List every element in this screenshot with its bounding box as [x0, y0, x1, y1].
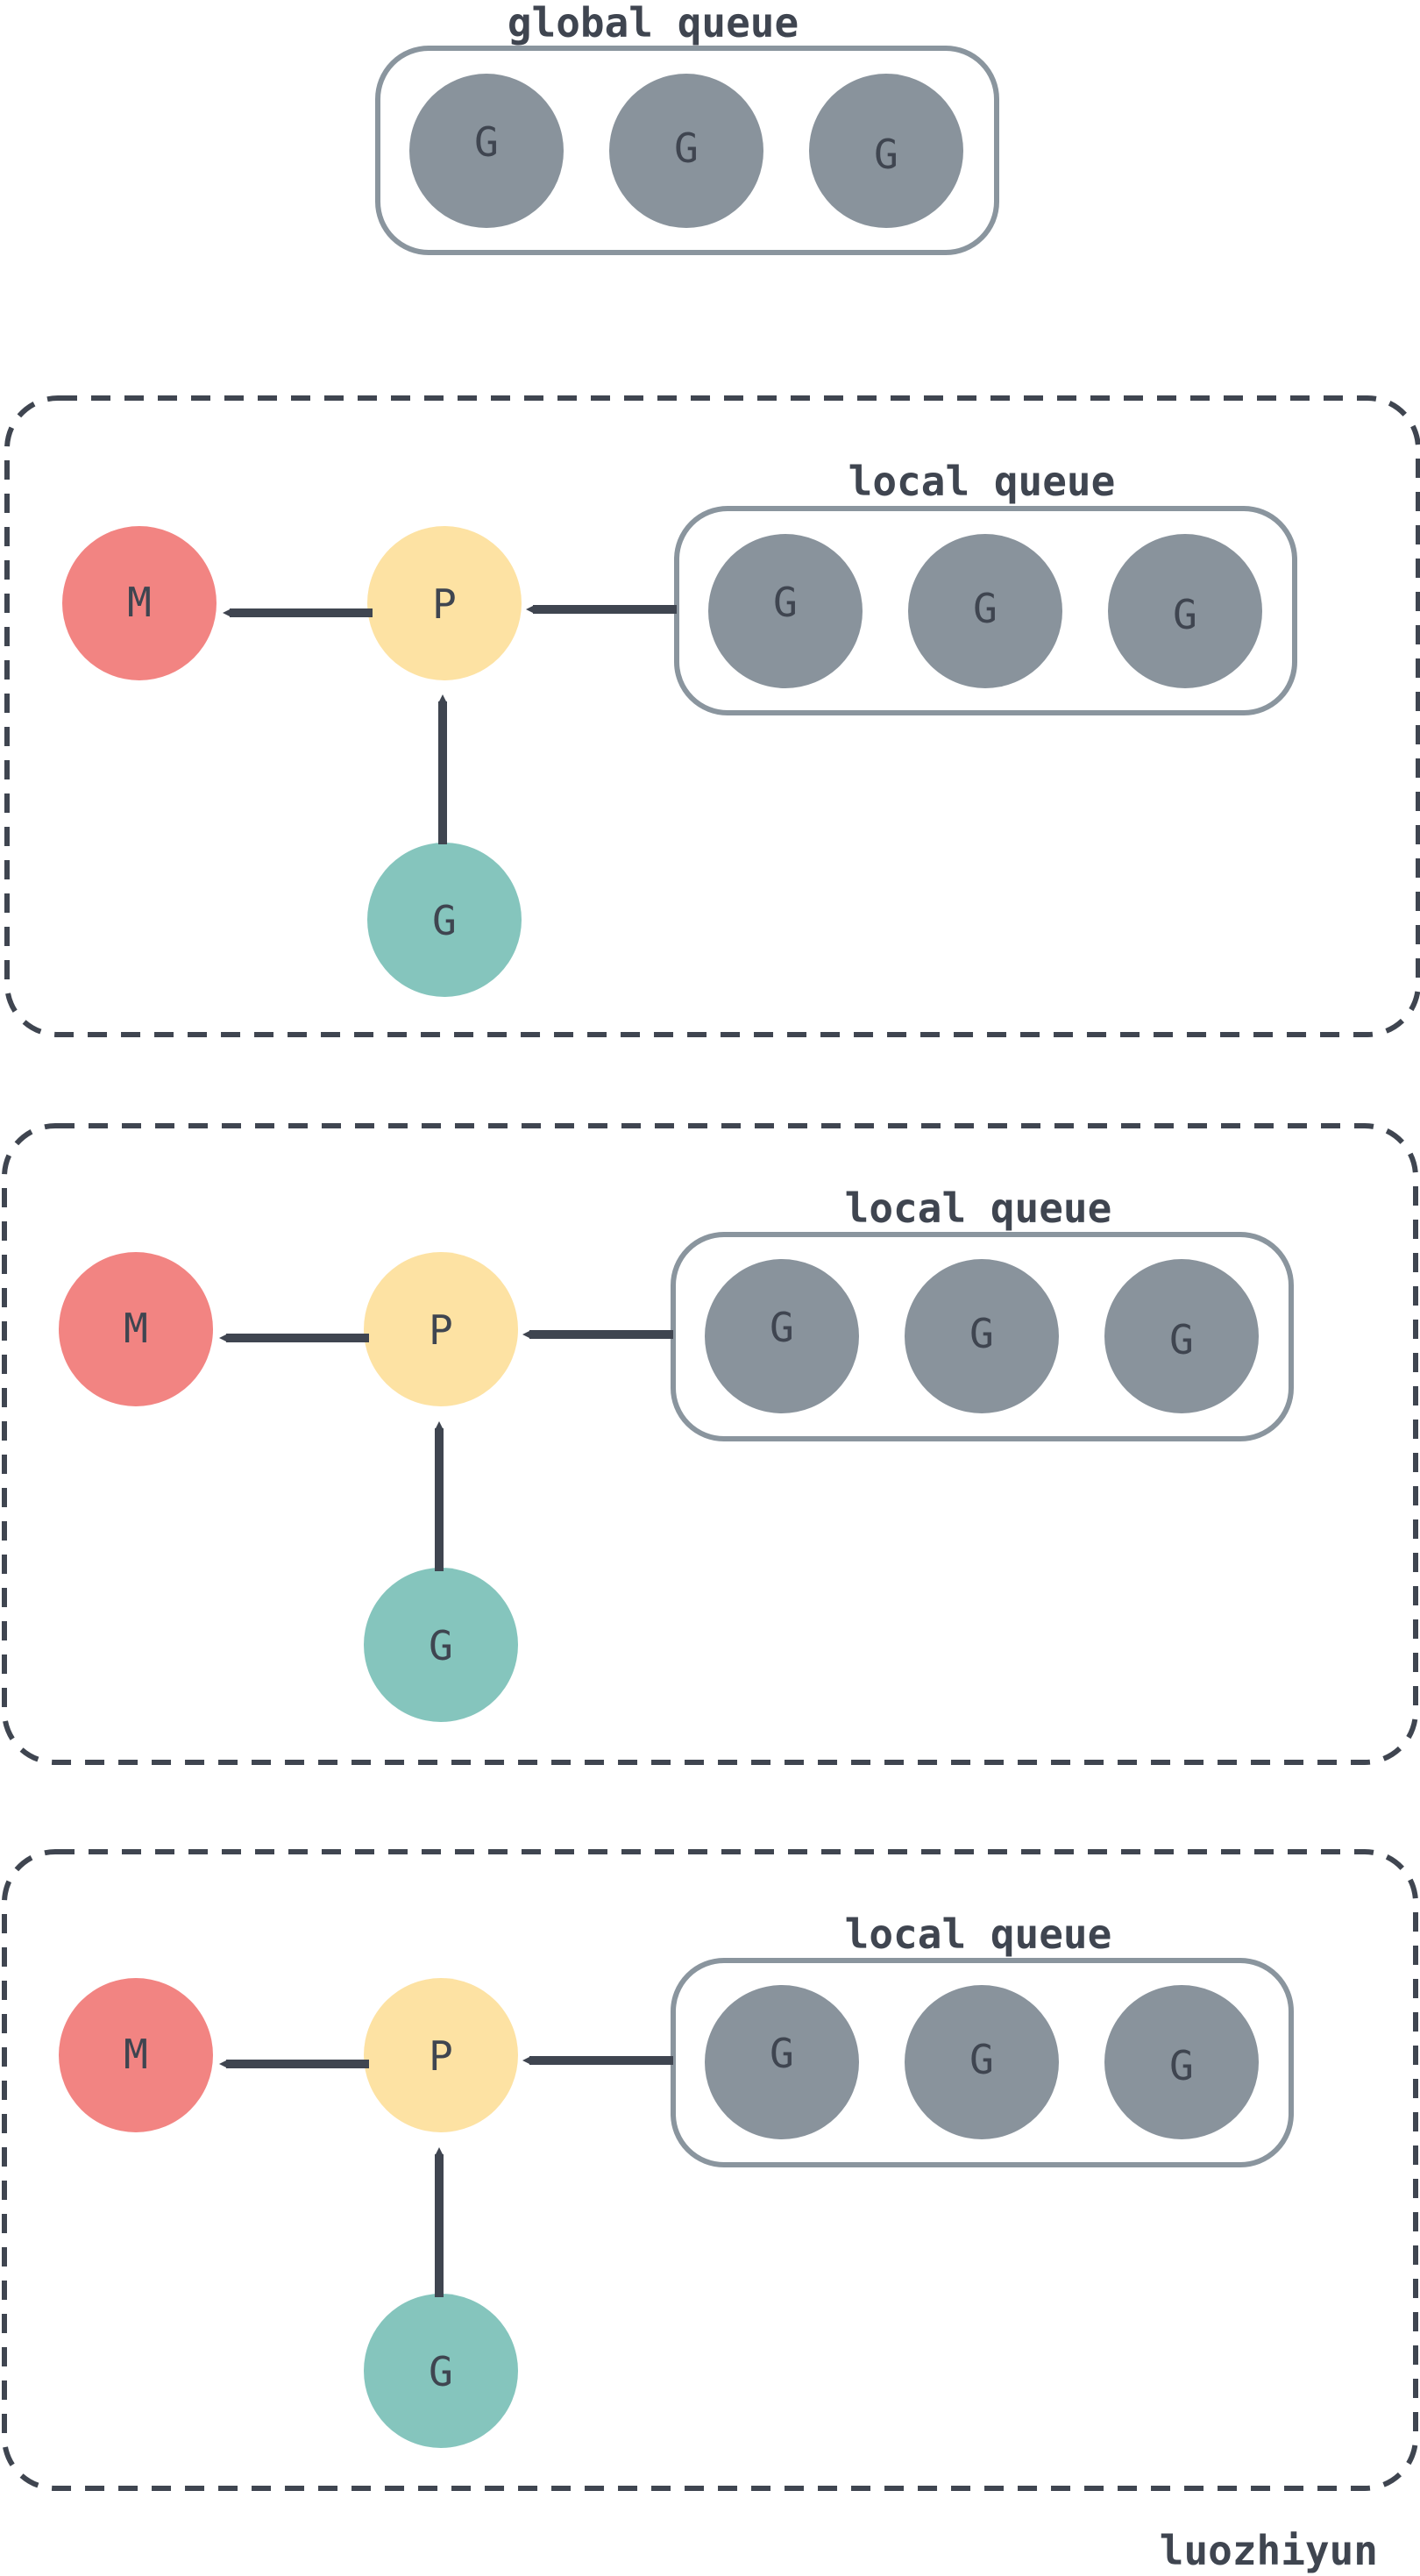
processor-label: P	[429, 1306, 453, 1354]
local-queue-title: local queue	[845, 1185, 1112, 1232]
global-goroutine	[609, 74, 763, 228]
processor-group: local queue G G G M P G	[4, 395, 1420, 1037]
running-goroutine	[364, 2294, 518, 2448]
local-goroutine	[708, 534, 863, 688]
processor-node	[364, 1978, 518, 2132]
local-queue-title: local queue	[845, 1911, 1112, 1958]
local-goroutine-label: G	[1169, 2042, 1194, 2089]
local-goroutine-label: G	[770, 2030, 794, 2077]
local-goroutine	[705, 1985, 859, 2139]
machine-node	[62, 526, 217, 680]
running-goroutine-label: G	[429, 1622, 453, 1669]
local-goroutine	[705, 1259, 859, 1413]
local-goroutine	[1104, 1985, 1259, 2139]
global-queue-title: global queue	[508, 0, 799, 46]
processor-group-border	[2, 1123, 1418, 1765]
processor-node	[364, 1252, 518, 1406]
machine-label: M	[127, 579, 152, 626]
processor-label: P	[429, 2032, 453, 2080]
local-goroutine-label: G	[1173, 591, 1197, 638]
processor-node	[367, 526, 522, 680]
local-goroutine	[905, 1259, 1059, 1413]
local-goroutine	[905, 1985, 1059, 2139]
local-goroutine	[1104, 1259, 1259, 1413]
machine-node	[59, 1252, 213, 1406]
local-goroutine-label: G	[1169, 1316, 1194, 1363]
local-goroutine-label: G	[969, 1310, 994, 1357]
processor-label: P	[432, 580, 457, 628]
running-goroutine-label: G	[432, 897, 457, 944]
global-goroutine	[409, 74, 564, 228]
local-goroutine-label: G	[973, 585, 998, 632]
processor-group: local queue G G G M P G	[2, 1849, 1418, 2491]
local-queue-title: local queue	[848, 458, 1116, 505]
processor-group: local queue G G G M P G	[2, 1123, 1418, 1765]
machine-label: M	[124, 2031, 148, 2078]
processor-group-border	[4, 395, 1420, 1037]
local-goroutine	[908, 534, 1062, 688]
machine-node	[59, 1978, 213, 2132]
running-goroutine-label: G	[429, 2348, 453, 2395]
watermark: luozhiyun	[1160, 2527, 1378, 2574]
global-goroutine-label: G	[474, 118, 499, 166]
running-goroutine	[364, 1568, 518, 1722]
local-goroutine-label: G	[773, 579, 798, 626]
processor-group-border	[2, 1849, 1418, 2491]
global-queue-box	[375, 46, 999, 255]
global-goroutine	[809, 74, 963, 228]
local-goroutine-label: G	[770, 1304, 794, 1351]
global-goroutine-label: G	[874, 131, 898, 178]
machine-label: M	[124, 1305, 148, 1352]
global-goroutine-label: G	[674, 125, 699, 172]
global-queue: global queue G G G	[375, 0, 999, 255]
local-goroutine-label: G	[969, 2036, 994, 2083]
local-goroutine	[1108, 534, 1262, 688]
running-goroutine	[367, 843, 522, 997]
